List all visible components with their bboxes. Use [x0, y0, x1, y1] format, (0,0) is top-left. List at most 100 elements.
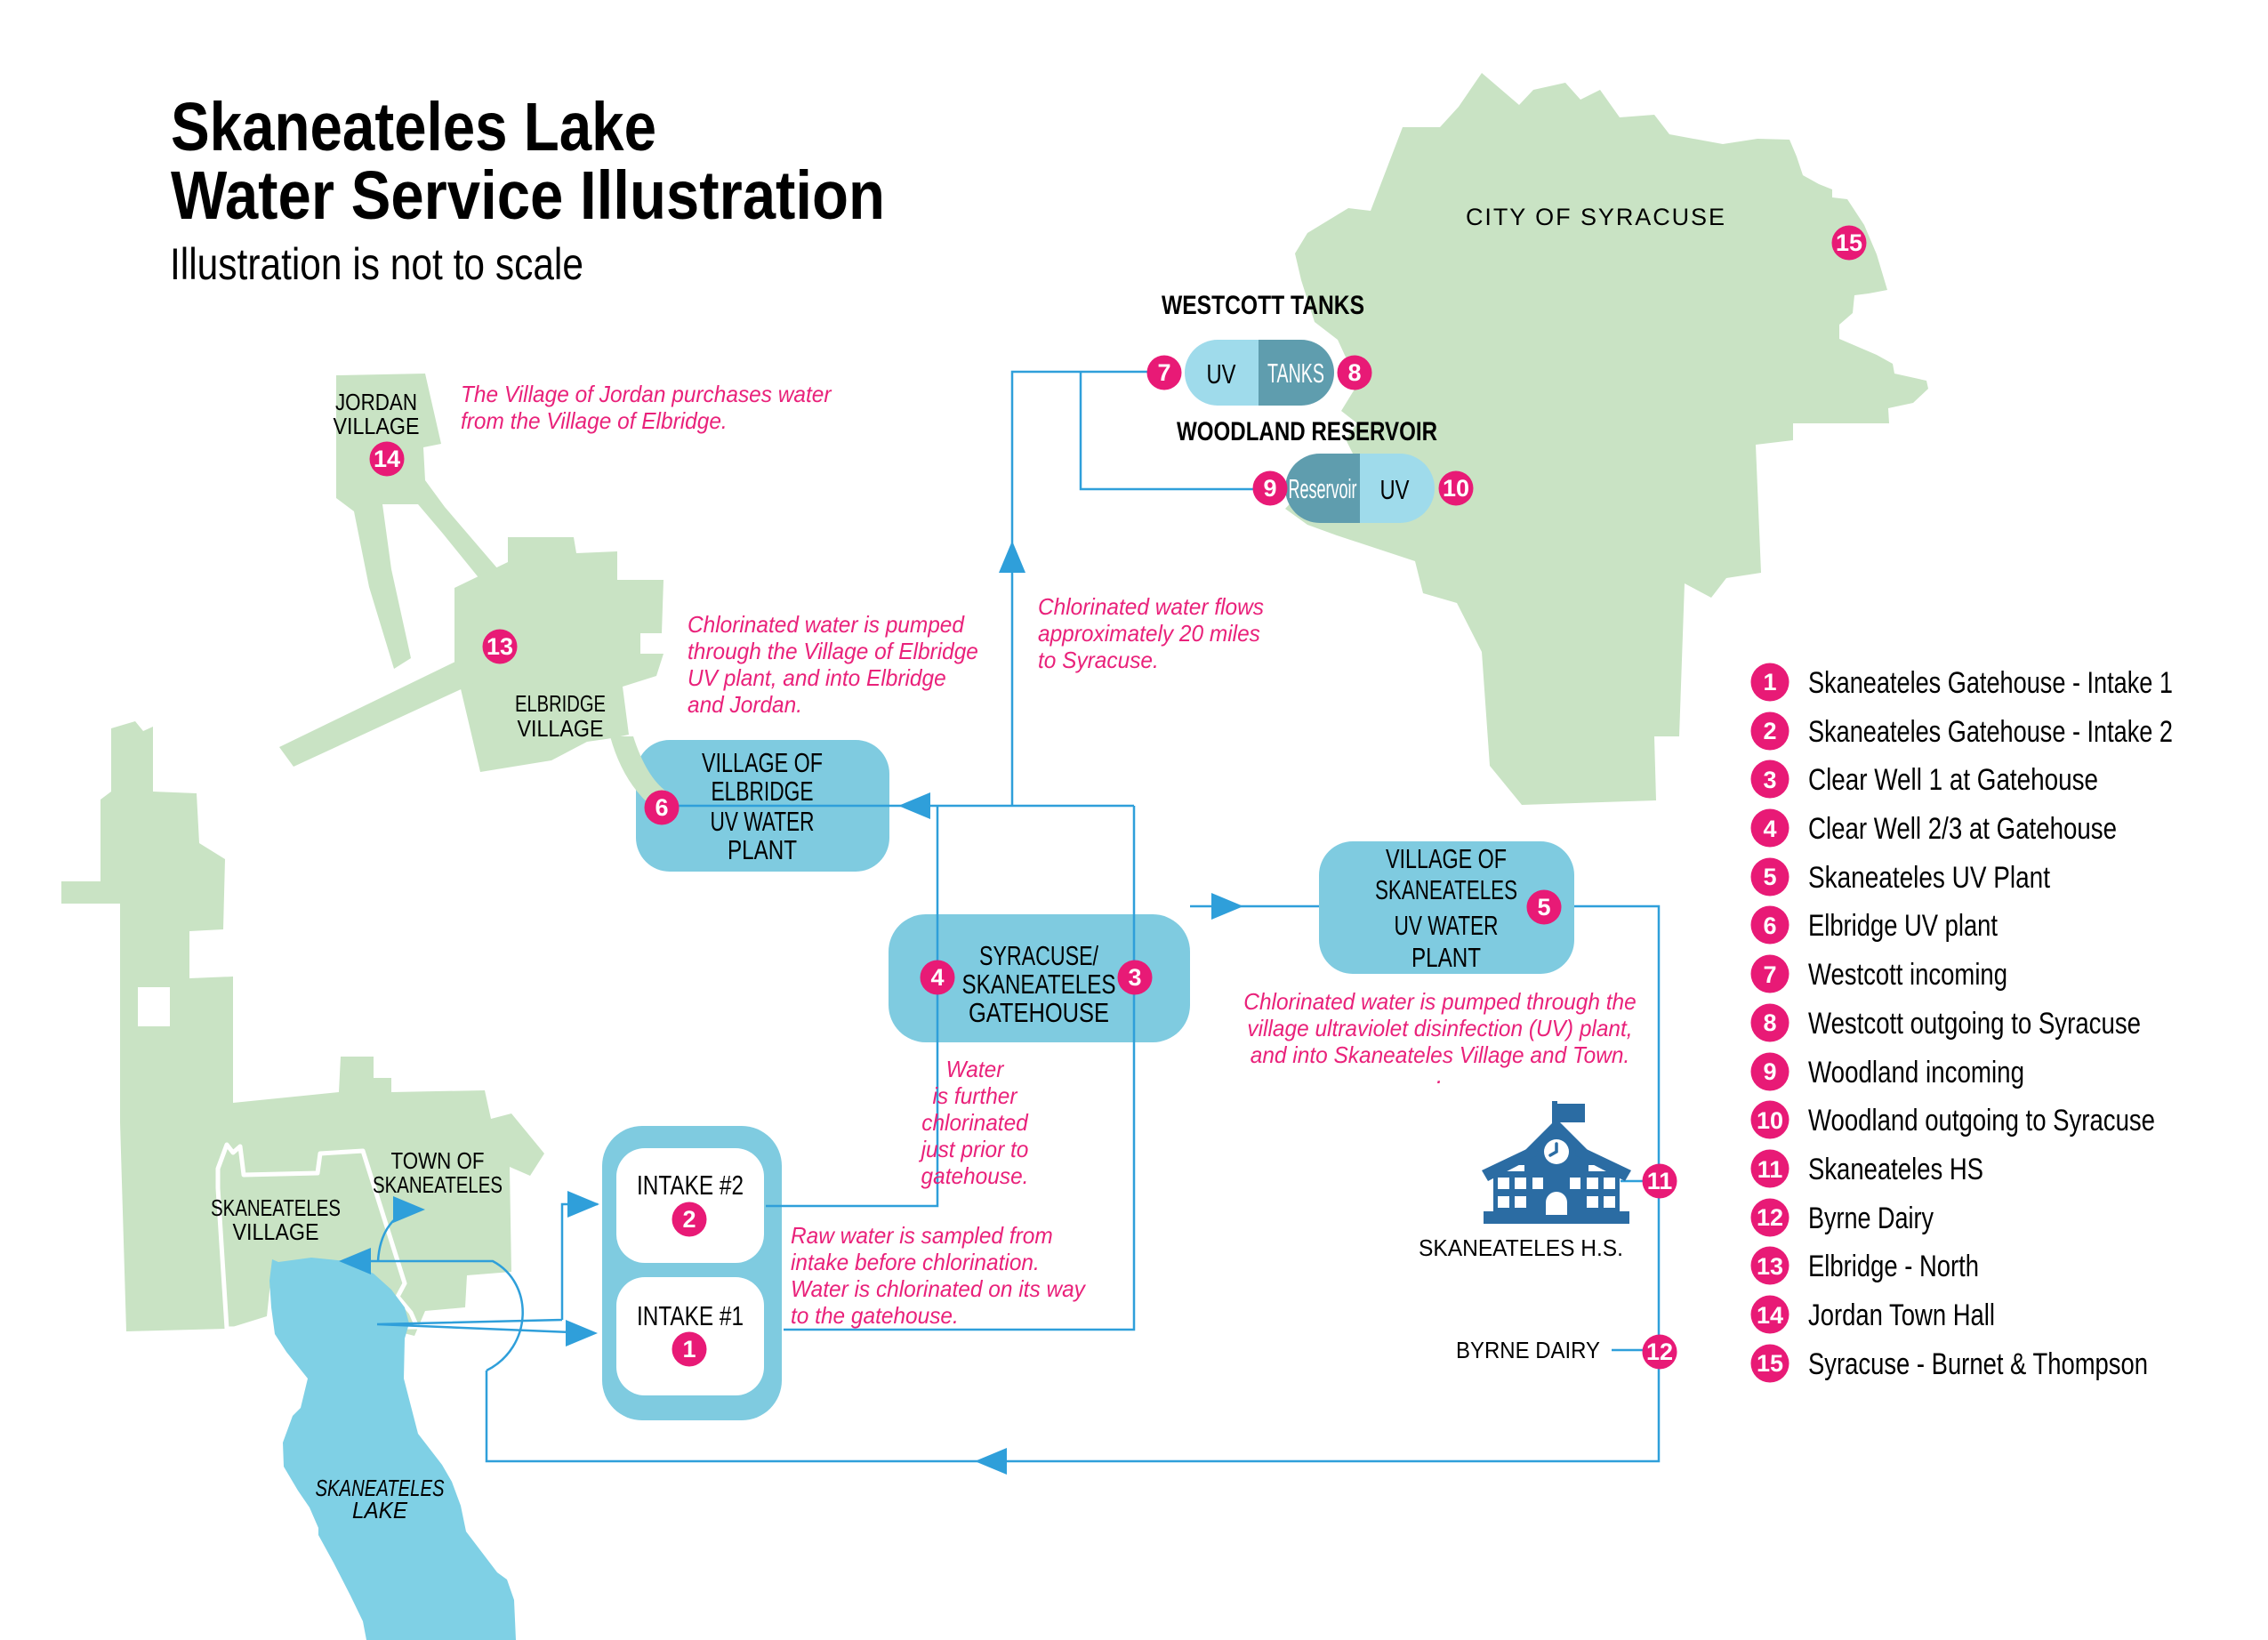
svg-text:BYRNE DAIRY: BYRNE DAIRY	[1456, 1337, 1600, 1363]
svg-text:Skaneateles HS: Skaneateles HS	[1808, 1153, 1983, 1186]
svg-text:SKANEATELES: SKANEATELES	[211, 1194, 341, 1221]
svg-text:Westcott incoming: Westcott incoming	[1808, 958, 2007, 992]
svg-text:UV plant, and into Elbridge: UV plant, and into Elbridge	[688, 664, 946, 691]
svg-text:Water Service Illustration: Water Service Illustration	[171, 157, 885, 234]
svg-text:9: 9	[1763, 1058, 1776, 1085]
svg-text:7: 7	[1763, 961, 1776, 988]
svg-text:1: 1	[1763, 669, 1776, 695]
svg-text:Chlorinated water flows: Chlorinated water flows	[1038, 593, 1264, 620]
svg-text:Skaneateles UV Plant: Skaneateles UV Plant	[1808, 861, 2050, 895]
svg-text:to Syracuse.: to Syracuse.	[1038, 647, 1159, 673]
svg-text:Elbridge UV plant: Elbridge UV plant	[1808, 909, 1998, 943]
svg-text:ELBRIDGE: ELBRIDGE	[515, 690, 606, 717]
svg-text:Clear Well 2/3 at Gatehouse: Clear Well 2/3 at Gatehouse	[1808, 812, 2117, 846]
svg-text:4: 4	[930, 964, 944, 991]
svg-text:Westcott outgoing to Syracuse: Westcott outgoing to Syracuse	[1808, 1007, 2141, 1041]
svg-text:PLANT: PLANT	[1411, 942, 1481, 973]
svg-text:5: 5	[1763, 864, 1776, 890]
svg-text:UV: UV	[1207, 358, 1236, 390]
svg-text:2: 2	[1763, 718, 1776, 744]
svg-text:Reservoir: Reservoir	[1289, 473, 1357, 504]
svg-text:3: 3	[1128, 964, 1141, 991]
svg-text:VILLAGE: VILLAGE	[334, 413, 420, 439]
svg-text:JORDAN: JORDAN	[335, 389, 417, 415]
svg-text:7: 7	[1157, 359, 1170, 386]
svg-text:and Jordan.: and Jordan.	[688, 691, 802, 718]
svg-text:8: 8	[1763, 1009, 1776, 1036]
svg-text:ELBRIDGE: ELBRIDGE	[712, 776, 814, 807]
svg-text:VILLAGE OF: VILLAGE OF	[1386, 843, 1507, 874]
svg-text:SKANEATELES H.S.: SKANEATELES H.S.	[1419, 1234, 1623, 1261]
svg-text:SKANEATELES: SKANEATELES	[962, 969, 1116, 1000]
svg-text:WOODLAND RESERVOIR: WOODLAND RESERVOIR	[1177, 417, 1437, 446]
svg-text:GATEHOUSE: GATEHOUSE	[969, 997, 1109, 1028]
svg-text:6: 6	[1763, 912, 1776, 939]
svg-text:Syracuse - Burnet & Thompson: Syracuse - Burnet & Thompson	[1808, 1347, 2148, 1381]
svg-text:is further: is further	[933, 1082, 1018, 1109]
svg-text:Raw water is sampled from: Raw water is sampled from	[791, 1222, 1053, 1249]
svg-text:SYRACUSE/: SYRACUSE/	[979, 940, 1098, 971]
svg-text:Byrne Dairy: Byrne Dairy	[1808, 1202, 1934, 1235]
svg-text:15: 15	[1836, 229, 1862, 256]
svg-text:13: 13	[487, 633, 513, 660]
svg-text:15: 15	[1757, 1350, 1783, 1377]
svg-text:Illustration is not to scale: Illustration is not to scale	[170, 239, 583, 289]
svg-text:INTAKE #2: INTAKE #2	[637, 1170, 744, 1201]
svg-text:Skaneateles Gatehouse - Intake: Skaneateles Gatehouse - Intake 1	[1808, 666, 2173, 700]
svg-text:PLANT: PLANT	[728, 834, 797, 865]
svg-text:TOWN OF: TOWN OF	[391, 1147, 485, 1174]
svg-text:11: 11	[1647, 1168, 1673, 1194]
svg-text:8: 8	[1347, 359, 1361, 386]
svg-text:UV WATER: UV WATER	[1395, 910, 1499, 941]
svg-text:14: 14	[1757, 1302, 1783, 1329]
svg-text:3: 3	[1763, 767, 1776, 793]
svg-text:11: 11	[1757, 1156, 1783, 1183]
svg-text:Clear Well 1 at Gatehouse: Clear Well 1 at Gatehouse	[1808, 763, 2098, 797]
svg-text:chlorinated: chlorinated	[921, 1109, 1029, 1136]
svg-text:4: 4	[1763, 816, 1776, 842]
svg-text:and into Skaneateles Village a: and into Skaneateles Village and Town.	[1251, 1041, 1630, 1068]
svg-text:Elbridge - North: Elbridge - North	[1808, 1250, 1979, 1283]
svg-text:SKANEATELES: SKANEATELES	[373, 1171, 503, 1198]
svg-text:VILLAGE: VILLAGE	[233, 1218, 319, 1245]
svg-text:10: 10	[1443, 475, 1469, 502]
svg-text:village ultraviolet disinfecti: village ultraviolet disinfection (UV) pl…	[1247, 1015, 1632, 1041]
svg-text:CITY OF SYRACUSE: CITY OF SYRACUSE	[1466, 204, 1725, 230]
svg-text:Chlorinated water is pumped: Chlorinated water is pumped	[688, 611, 965, 638]
svg-text:LAKE: LAKE	[352, 1497, 408, 1523]
svg-text:14: 14	[374, 446, 400, 472]
svg-text:to the gatehouse.: to the gatehouse.	[791, 1302, 959, 1329]
svg-text:2: 2	[682, 1206, 696, 1233]
svg-text:5: 5	[1537, 894, 1550, 920]
svg-text:UV WATER: UV WATER	[711, 806, 815, 837]
svg-text:13: 13	[1757, 1253, 1783, 1280]
svg-text:gatehouse.: gatehouse.	[921, 1162, 1029, 1189]
svg-text:approximately 20 miles: approximately 20 miles	[1038, 620, 1260, 647]
svg-text:Chlorinated water is pumped th: Chlorinated water is pumped through the	[1243, 988, 1636, 1015]
svg-text:through the Village of Elbridg: through the Village of Elbridge	[688, 638, 978, 664]
svg-text:1: 1	[682, 1336, 696, 1363]
svg-text:just prior to: just prior to	[919, 1136, 1029, 1162]
svg-text:Jordan Town Hall: Jordan Town Hall	[1808, 1298, 1995, 1332]
svg-text:VILLAGE OF: VILLAGE OF	[702, 747, 823, 778]
svg-text:Water is chlorinated on its wa: Water is chlorinated on its way	[791, 1275, 1087, 1302]
svg-text:Woodland incoming: Woodland incoming	[1808, 1056, 2024, 1089]
svg-text:6: 6	[655, 794, 668, 821]
svg-text:Water: Water	[946, 1056, 1005, 1082]
svg-text:12: 12	[1646, 1339, 1673, 1365]
svg-text:Woodland outgoing to Syracuse: Woodland outgoing to Syracuse	[1808, 1104, 2155, 1138]
svg-text:UV: UV	[1380, 474, 1410, 505]
svg-text:intake before chlorination.: intake before chlorination.	[791, 1249, 1040, 1275]
svg-text:10: 10	[1757, 1107, 1783, 1134]
svg-text:WESTCOTT TANKS: WESTCOTT TANKS	[1162, 291, 1364, 320]
svg-text:VILLAGE: VILLAGE	[518, 715, 604, 742]
svg-text:SKANEATELES: SKANEATELES	[316, 1475, 446, 1501]
svg-text:12: 12	[1757, 1204, 1783, 1231]
svg-text:.: .	[1436, 1062, 1443, 1089]
svg-text:SKANEATELES: SKANEATELES	[1375, 874, 1517, 905]
svg-text:TANKS: TANKS	[1267, 358, 1324, 389]
svg-text:The Village of Jordan purchase: The Village of Jordan purchases water	[461, 381, 832, 407]
svg-text:INTAKE #1: INTAKE #1	[637, 1300, 744, 1331]
svg-text:9: 9	[1263, 475, 1276, 502]
svg-text:Skaneateles Lake: Skaneateles Lake	[171, 89, 656, 165]
